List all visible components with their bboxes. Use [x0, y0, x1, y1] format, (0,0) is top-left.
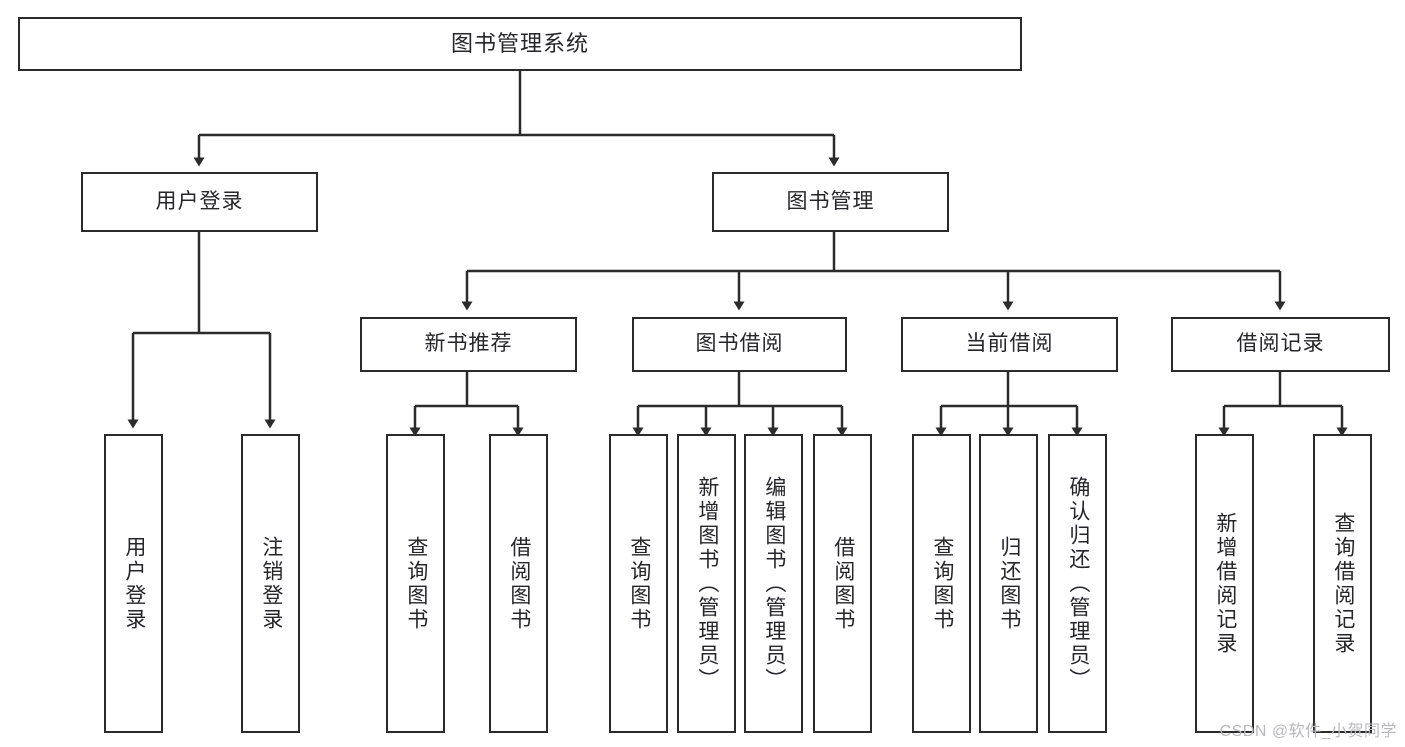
leaf-query-book-1-label: 查询图书 [404, 535, 428, 632]
leaf-user-login[interactable]: 用户登录 [104, 434, 163, 733]
leaf-query-record-label: 查询借阅记录 [1331, 511, 1355, 656]
leaf-query-book-2[interactable]: 查询图书 [609, 434, 668, 733]
node-new-book-rec-label: 新书推荐 [424, 332, 513, 356]
node-current-borrow-label: 当前借阅 [965, 332, 1054, 356]
watermark-text: CSDN @软件_小贺同学 [1219, 723, 1397, 740]
leaf-edit-book-label: 编辑图书（管理员） [762, 475, 786, 692]
leaf-borrow-book-2-label: 借阅图书 [831, 535, 855, 632]
leaf-add-book[interactable]: 新增图书（管理员） [677, 434, 736, 733]
leaf-user-logout-label: 注销登录 [259, 535, 283, 632]
node-borrow-record-label: 借阅记录 [1236, 332, 1325, 356]
node-current-borrow[interactable]: 当前借阅 [901, 317, 1118, 372]
leaf-borrow-book-1[interactable]: 借阅图书 [489, 434, 548, 733]
node-borrow-record[interactable]: 借阅记录 [1171, 317, 1390, 372]
leaf-add-record[interactable]: 新增借阅记录 [1195, 434, 1254, 733]
node-book-borrow[interactable]: 图书借阅 [632, 317, 847, 372]
leaf-edit-book[interactable]: 编辑图书（管理员） [744, 434, 803, 733]
leaf-query-book-1[interactable]: 查询图书 [386, 434, 445, 733]
node-new-book-rec[interactable]: 新书推荐 [360, 317, 577, 372]
leaf-confirm-return-label: 确认归还（管理员） [1066, 475, 1090, 692]
leaf-borrow-book-1-label: 借阅图书 [507, 535, 531, 632]
node-root[interactable]: 图书管理系统 [18, 17, 1022, 71]
node-book-borrow-label: 图书借阅 [695, 332, 784, 356]
node-user-login[interactable]: 用户登录 [81, 172, 318, 232]
leaf-return-book-label: 归还图书 [997, 535, 1021, 632]
leaf-add-book-label: 新增图书（管理员） [695, 475, 719, 692]
leaf-query-book-2-label: 查询图书 [627, 535, 651, 632]
node-book-manage-label: 图书管理 [786, 189, 875, 213]
leaf-confirm-return[interactable]: 确认归还（管理员） [1048, 434, 1107, 733]
leaf-return-book[interactable]: 归还图书 [979, 434, 1038, 733]
leaf-borrow-book-2[interactable]: 借阅图书 [813, 434, 872, 733]
leaf-user-login-label: 用户登录 [122, 535, 146, 632]
leaf-query-book-3[interactable]: 查询图书 [912, 434, 971, 733]
node-user-login-label: 用户登录 [155, 189, 244, 213]
leaf-query-book-3-label: 查询图书 [930, 535, 954, 632]
leaf-user-logout[interactable]: 注销登录 [241, 434, 300, 733]
leaf-add-record-label: 新增借阅记录 [1213, 511, 1237, 656]
leaf-query-record[interactable]: 查询借阅记录 [1313, 434, 1372, 733]
node-root-label: 图书管理系统 [450, 31, 589, 57]
node-book-manage[interactable]: 图书管理 [712, 172, 949, 232]
